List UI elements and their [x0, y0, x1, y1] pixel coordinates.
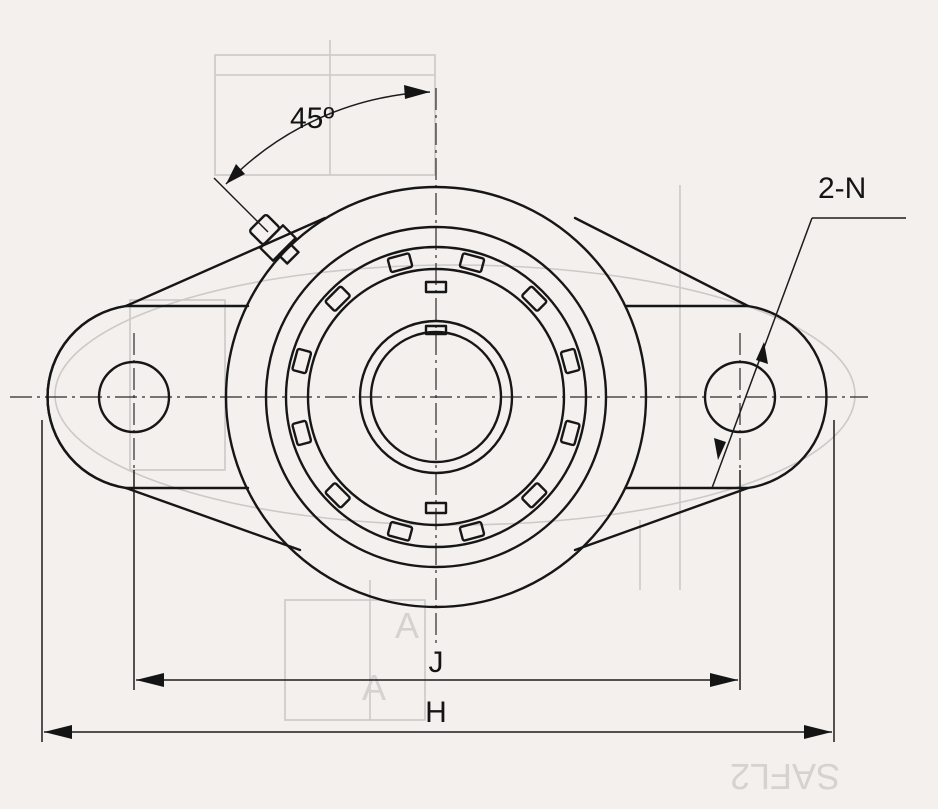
- hole-label: 2-N: [818, 172, 866, 205]
- roller: [559, 419, 581, 447]
- grease-nipple: [249, 214, 300, 265]
- right-bolt-hole: [703, 360, 777, 434]
- ghost-label-a-top: A: [395, 605, 419, 646]
- ghost-model-code: SAFL2: [730, 756, 840, 797]
- roller: [324, 482, 351, 509]
- ghost-backprint: A A SAFL2: [54, 40, 856, 797]
- roller: [559, 347, 581, 375]
- angle-label: 45º: [290, 102, 334, 135]
- housing-outer-ring: [224, 185, 648, 609]
- angle-arrow-left: [226, 164, 245, 184]
- cage-notch-bottom: [424, 501, 448, 515]
- bore-key-top: [424, 324, 448, 336]
- bearing-housing: [224, 185, 648, 609]
- grease-nipple-stem: [277, 242, 300, 265]
- roller: [291, 419, 313, 447]
- roller: [291, 347, 313, 375]
- left-bolt-hole: [97, 360, 171, 434]
- hole-leader-arrow-bottom: [714, 438, 726, 460]
- hole-leader: 2-N: [711, 172, 906, 489]
- bearing-outer-ring: [264, 225, 608, 569]
- cage-notch-top: [424, 280, 448, 294]
- ghost-frame-top: [214, 54, 436, 176]
- h-arrow-right: [804, 725, 832, 739]
- dimension-h: H: [41, 420, 835, 742]
- flange-inner-edges: [124, 304, 750, 490]
- angle-extension-line: [213, 177, 269, 233]
- angle-dimension: 45º: [213, 85, 431, 233]
- j-label: J: [429, 646, 444, 679]
- cage-ring: [306, 267, 566, 527]
- ghost-left-block: [129, 299, 226, 471]
- roller: [386, 520, 414, 542]
- roller: [458, 520, 486, 542]
- roller: [386, 252, 414, 274]
- roller: [324, 285, 351, 312]
- j-arrow-right: [710, 673, 738, 687]
- center-lines: [10, 88, 868, 648]
- ghost-outline: [54, 264, 856, 526]
- h-arrow-left: [44, 725, 72, 739]
- rolling-elements: [291, 252, 581, 542]
- left-lug-outline: [46, 304, 128, 490]
- angle-arrow-right: [404, 85, 430, 99]
- bearing-race-ring: [284, 245, 588, 549]
- h-label: H: [425, 696, 447, 729]
- inner-ring-outer: [358, 319, 514, 475]
- roller: [458, 252, 486, 274]
- roller: [521, 482, 548, 509]
- bore: [369, 330, 503, 464]
- j-arrow-left: [136, 673, 164, 687]
- dimension-j: J: [133, 470, 741, 690]
- ghost-label-a-bottom: A: [362, 667, 386, 708]
- angle-arc: [225, 91, 431, 185]
- flange-outline: [46, 216, 828, 552]
- hole-leader-arrow-top: [756, 342, 768, 364]
- roller: [521, 285, 548, 312]
- ghost-frame-bottom: [284, 599, 426, 721]
